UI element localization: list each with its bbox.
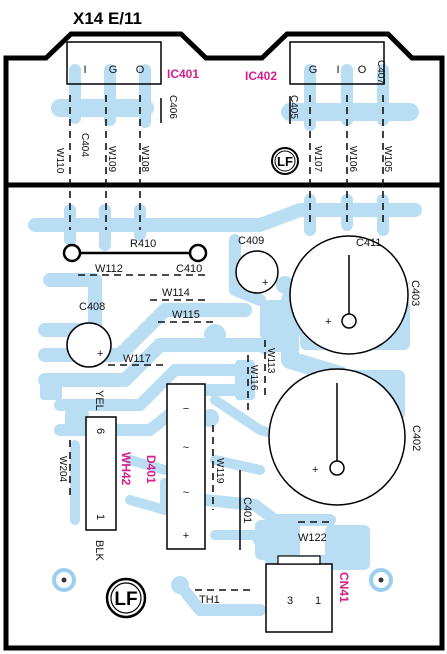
w113-label: W113 xyxy=(265,348,276,374)
ic402-pin-i: I xyxy=(336,64,339,76)
c405-label: C405 xyxy=(288,95,299,119)
board-title: X14 E/11 xyxy=(73,9,142,28)
d401-minus: − xyxy=(183,403,189,415)
c411-pad xyxy=(341,313,357,329)
wh42-pin-1: 1 xyxy=(94,514,106,520)
wh42-label: WH42 xyxy=(119,452,133,486)
w114-label: W114 xyxy=(162,287,190,299)
c401-label: C401 xyxy=(241,497,253,523)
d401-ac2: ~ xyxy=(183,487,189,499)
c408-label: C408 xyxy=(79,301,105,313)
cn41-pin-1: 1 xyxy=(315,595,321,607)
c402-label: C402 xyxy=(410,425,422,451)
ic402-label: IC402 xyxy=(245,69,277,83)
svg-text:LF: LF xyxy=(114,589,137,610)
ic401-pin-g: G xyxy=(109,64,118,76)
w110-label: W110 xyxy=(54,148,65,174)
wh42-connector xyxy=(85,416,117,531)
c404-label: C404 xyxy=(79,133,90,157)
cn41-latch xyxy=(277,555,321,565)
mounting-hole-right xyxy=(369,568,393,592)
w109-label: W109 xyxy=(106,146,117,173)
d401-plus: + xyxy=(183,530,189,542)
w117-label: W117 xyxy=(123,353,151,365)
ic401-body xyxy=(66,41,162,85)
r410-label: R410 xyxy=(130,238,156,250)
c409-capacitor xyxy=(235,250,279,294)
c407-label: C407 xyxy=(375,60,386,84)
wh42-pin-6: 6 xyxy=(94,428,106,434)
ic401-pin-i: I xyxy=(83,64,86,76)
board-outline xyxy=(3,31,445,651)
svg-text:LF: LF xyxy=(277,154,293,169)
w119-label: W119 xyxy=(214,458,225,484)
w204-label: W204 xyxy=(57,456,68,483)
c408-capacitor xyxy=(66,322,112,368)
w106-label: W106 xyxy=(347,146,358,173)
lf-logo-bottom: LF xyxy=(105,577,147,619)
ic401-label: IC401 xyxy=(167,67,199,81)
w112-label: W112 xyxy=(95,263,123,275)
r410-pad-right xyxy=(188,243,208,263)
ic401-pin-o: O xyxy=(136,64,145,76)
d401-ac1: ~ xyxy=(183,442,189,454)
ic402-pin-o: O xyxy=(358,64,367,76)
c411-plus: + xyxy=(325,316,331,328)
c410-label: C410 xyxy=(176,263,202,275)
wh42-blk: BLK xyxy=(93,540,105,561)
c409-label: C409 xyxy=(238,235,264,247)
w122-label: W122 xyxy=(298,532,327,544)
ic402-body xyxy=(289,41,385,85)
wh42-yel: YEL xyxy=(93,390,105,411)
r410-pad-left xyxy=(62,243,82,263)
w107-label: W107 xyxy=(312,146,323,173)
d401-label: D401 xyxy=(144,455,158,484)
cn41-label: CN41 xyxy=(337,572,351,603)
c411-label: C411 xyxy=(356,237,381,249)
c406-label: C406 xyxy=(167,95,178,119)
cn41-pin-3: 3 xyxy=(287,595,293,607)
lf-logo-top: LF xyxy=(271,147,299,175)
ic402-pin-g: G xyxy=(309,64,318,76)
c409-plus: + xyxy=(262,277,268,289)
mounting-hole-left xyxy=(52,568,76,592)
cn41-connector xyxy=(265,563,333,633)
d401-bridge xyxy=(166,383,206,550)
th1-label: TH1 xyxy=(199,594,220,606)
c408-plus: + xyxy=(97,348,103,360)
c402-plus: + xyxy=(312,464,318,476)
c402-pad xyxy=(329,460,345,476)
w105-label: W105 xyxy=(382,146,393,173)
c403-label: C403 xyxy=(409,280,421,306)
w108-label: W108 xyxy=(139,146,150,173)
w116-label: W116 xyxy=(248,365,259,391)
w115-label: W115 xyxy=(172,309,200,321)
